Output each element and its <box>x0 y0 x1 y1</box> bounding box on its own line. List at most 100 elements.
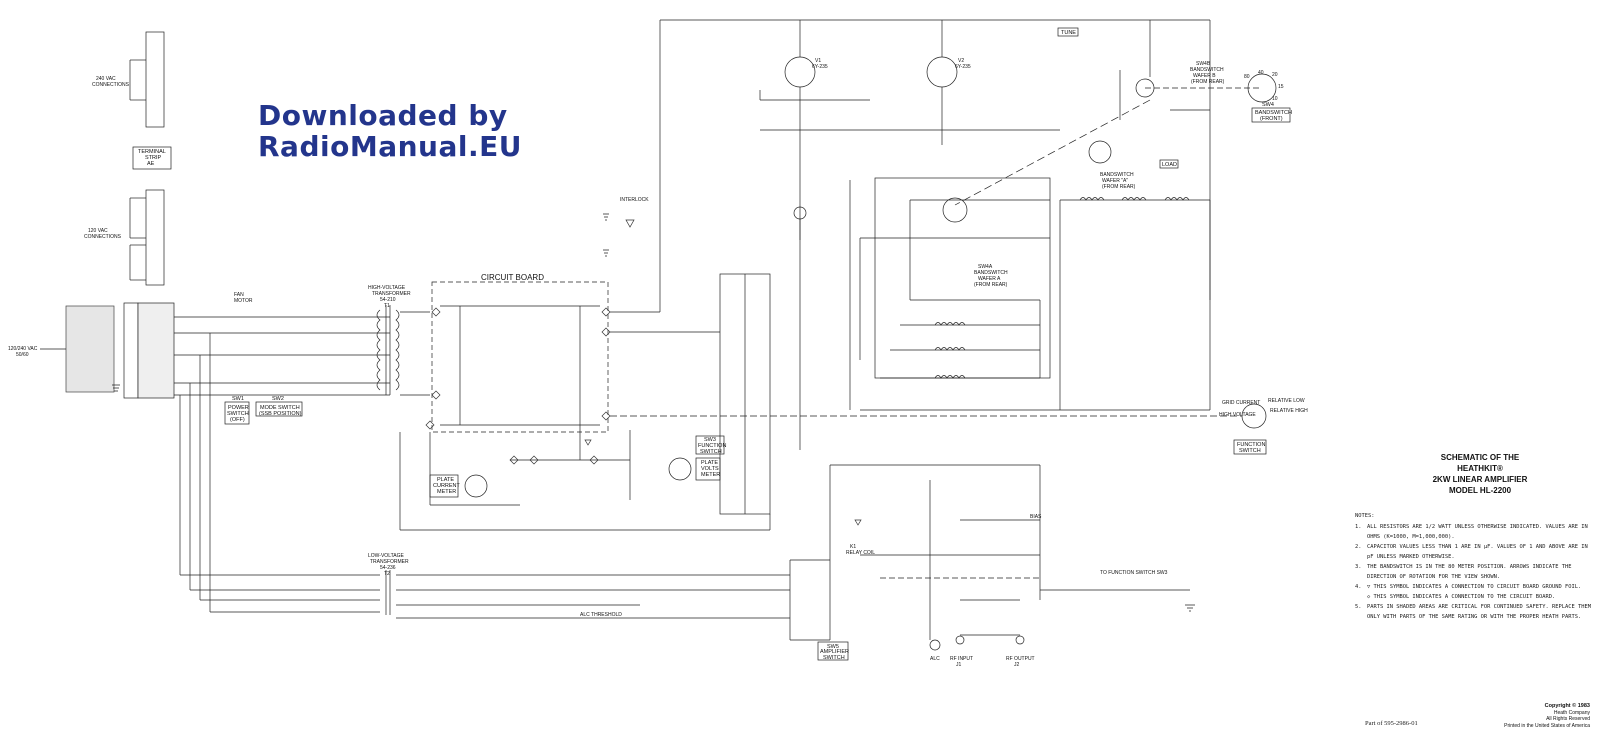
copyright-line-3: All Rights Reserved <box>1546 716 1590 722</box>
note-num: 3. <box>1355 564 1362 570</box>
note-item: 2. CAPACITOR VALUES LESS THAN 1 ARE IN µF… <box>1355 542 1595 562</box>
function-pos-rel-low: RELATIVE LOW <box>1268 398 1305 404</box>
bias-label: BIAS <box>1030 514 1042 520</box>
function-switch-box <box>1233 439 1267 455</box>
band-40: 40 <box>1258 70 1264 76</box>
amplifier-switch-label-2: SWITCH <box>823 655 845 661</box>
hv-transformer-label-1: HIGH-VOLTAGE <box>368 285 406 291</box>
title-block: SCHEMATIC OF THE HEATHKIT® 2KW LINEAR AM… <box>1390 452 1570 496</box>
mode-switch-label-1: MODE SWITCH <box>260 405 300 411</box>
plate-volts-meter-label-2: VOLTS <box>701 466 719 472</box>
terminal-strip-120 <box>145 189 165 286</box>
wafer-a-label-2: BANDSWITCH <box>974 270 1008 276</box>
mode-switch-box <box>255 401 303 417</box>
function-pos-grid: GRID CURRENT <box>1222 400 1260 406</box>
circuit-board-label: CIRCUIT BOARD <box>481 273 544 282</box>
v2-label: V2 <box>958 58 964 64</box>
function-switch-label-2: SWITCH <box>1239 448 1261 454</box>
wafer-rear-label-2: WAFER "A" <box>1102 178 1128 184</box>
note-text: ▽ THIS SYMBOL INDICATES A CONNECTION TO … <box>1367 584 1582 590</box>
hv-transformer-label-4: T1 <box>384 303 390 309</box>
fan-motor-label-2: MOTOR <box>234 298 253 304</box>
load-label: LOAD <box>1162 162 1177 168</box>
note-text: THE BANDSWITCH IS IN THE 80 METER POSITI… <box>1367 564 1572 580</box>
watermark: Downloaded by RadioManual.EU <box>258 100 522 162</box>
power-switch-id: SW1 <box>232 396 244 402</box>
note-item: 1.ALL RESISTORS ARE 1/2 WATT UNLESS OTHE… <box>1355 522 1595 542</box>
load-box <box>1159 159 1179 169</box>
tune-label: TUNE <box>1061 30 1076 36</box>
wafer-b-label-4: (FROM REAR) <box>1191 79 1225 85</box>
circuit-board-outline <box>431 281 609 433</box>
title-line-3: 2KW LINEAR AMPLIFIER <box>1432 475 1528 484</box>
v1-part: 6Y-235 <box>812 64 828 70</box>
function-pos-hv: HIGH VOLTAGE <box>1219 412 1256 418</box>
rf-input-label-2: J1 <box>956 662 962 668</box>
v2-part: 6Y-235 <box>955 64 971 70</box>
note-num: 1. <box>1355 524 1362 530</box>
lv-transformer-label-4: T2 <box>384 571 390 577</box>
alc-threshold-label: ALC THRESHOLD <box>580 612 622 618</box>
wafer-b-label-2: BANDSWITCH <box>1190 67 1224 73</box>
amplifier-switch-label-1: AMPLIFIER <box>820 649 849 655</box>
plate-current-meter-label-2: CURRENT <box>433 483 461 489</box>
watermark-line-1: Downloaded by <box>258 99 508 132</box>
watermark-line-2: RadioManual.EU <box>258 130 522 163</box>
power-switch-box <box>224 401 250 425</box>
wafer-a-label-1: SW4A <box>978 264 993 270</box>
lv-transformer-label-3: 54-236 <box>380 565 396 571</box>
bandswitch-wafer-rear <box>1088 140 1112 164</box>
hv-transformer-label-2: TRANSFORMER <box>372 291 411 297</box>
title-line-1: SCHEMATIC OF THE <box>1440 453 1520 462</box>
vac240-label-2: CONNECTIONS <box>92 82 130 88</box>
wafer-a-label-3: WAFER A <box>978 276 1001 282</box>
notes-heading: NOTES: <box>1355 513 1375 519</box>
terminal-strip-box <box>132 146 172 170</box>
note-item: 5.PARTS IN SHADED AREAS ARE CRITICAL FOR… <box>1355 602 1595 622</box>
copyright: Copyright © 1983 Heath Company All Right… <box>1480 703 1590 729</box>
function-switch-sw3-label-1: FUNCTION <box>698 443 726 449</box>
rf-output-label-2: J2 <box>1014 662 1020 668</box>
band-10: 10 <box>1272 96 1278 102</box>
note-text: CAPACITOR VALUES LESS THAN 1 ARE IN µF. … <box>1367 544 1588 560</box>
title-line-4: MODEL HL-2200 <box>1448 486 1512 495</box>
wafer-b-label-1: SW4B <box>1196 61 1211 67</box>
band-80: 80 <box>1244 74 1250 80</box>
amplifier-switch-box <box>817 641 849 661</box>
terminal-strip-label-2: STRIP <box>145 155 162 161</box>
function-pos-rel-high: RELATIVE HIGH <box>1270 408 1308 414</box>
note-item: 4. ▽ THIS SYMBOL INDICATES A CONNECTION T… <box>1355 582 1595 592</box>
note-num <box>1355 592 1367 602</box>
mains-label-2: 50/60 <box>16 352 29 358</box>
power-switch-label-2: SWITCH <box>227 411 249 417</box>
function-switch-sw3-id: SW3 <box>704 437 716 443</box>
copyright-line-2: Heath Company <box>1553 709 1590 716</box>
terminal-strip-label-1: TERMINAL <box>138 149 166 155</box>
note-item: ◇ THIS SYMBOL INDICATES A CONNECTION TO … <box>1355 592 1595 602</box>
plate-current-meter-label-3: METER <box>437 489 456 495</box>
rf-output-label-1: RF OUTPUT <box>1006 656 1035 662</box>
tube-v1 <box>784 56 816 88</box>
mode-switch-id: SW2 <box>272 396 284 402</box>
copyright-line-4: Printed in the United States of America <box>1504 722 1590 729</box>
vac240-label-1: 240 VAC <box>96 76 116 82</box>
fan-motor-label-1: FAN <box>234 292 244 298</box>
note-num: 4. <box>1355 584 1362 590</box>
relay-coil-label-2: RELAY COIL <box>846 550 875 556</box>
function-switch-label-1: FUNCTION <box>1237 442 1265 448</box>
title-line-2: HEATHKIT® <box>1457 464 1503 473</box>
part-number: Part of 595-2986-01 <box>1365 720 1418 727</box>
plate-volts-meter-label-3: METER <box>701 472 720 478</box>
amplifier-switch-id: SW5 <box>827 644 839 650</box>
wafer-a-label-4: (FROM REAR) <box>974 282 1008 288</box>
alc-label: ALC <box>930 656 940 662</box>
note-text: PARTS IN SHADED AREAS ARE CRITICAL FOR C… <box>1367 604 1591 620</box>
power-switch-label-1: POWER <box>228 405 249 411</box>
wafer-rear-label-3: (FROM REAR) <box>1102 184 1136 190</box>
tube-v2 <box>926 56 958 88</box>
note-num: 2. <box>1355 544 1362 550</box>
function-switch-sw3-label-2: SWITCH <box>700 449 722 455</box>
bandswitch-front-label-1: BANDSWITCH <box>1255 110 1292 116</box>
to-function-switch-label: TO FUNCTION SWITCH SW3 <box>1100 570 1168 576</box>
